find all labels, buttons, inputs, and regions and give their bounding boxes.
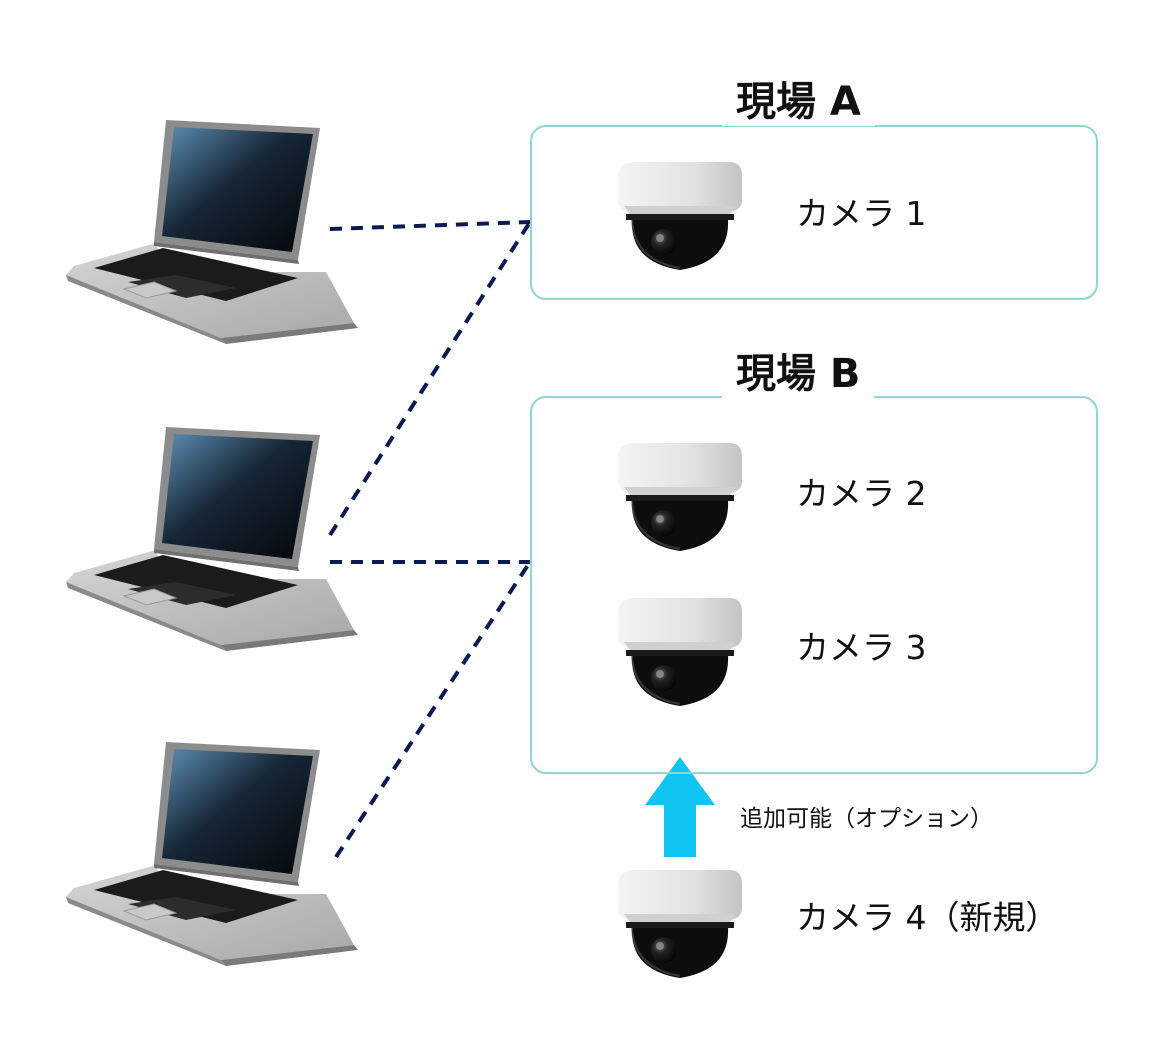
site-b-box (530, 396, 1098, 774)
laptop-icon (65, 426, 359, 652)
camera-2-label: カメラ 2 (796, 474, 927, 513)
connection-lines (328, 220, 532, 859)
add-optional-note: 追加可能（オプション） (740, 806, 993, 832)
site-b-title: 現場 B (722, 350, 875, 398)
connection-line (329, 220, 531, 231)
connection-line (334, 560, 532, 859)
site-a-box (530, 125, 1098, 300)
laptop-icon (65, 741, 359, 967)
connection-line (328, 220, 532, 537)
dome-camera-icon (617, 869, 743, 979)
camera-3-label: カメラ 3 (796, 628, 927, 667)
laptop-icon (65, 119, 359, 345)
camera-1-label: カメラ 1 (796, 194, 927, 233)
camera-4-label: カメラ 4（新規） (796, 898, 1059, 937)
arrow-up-icon (645, 757, 715, 857)
site-a-title: 現場 A (722, 78, 875, 126)
